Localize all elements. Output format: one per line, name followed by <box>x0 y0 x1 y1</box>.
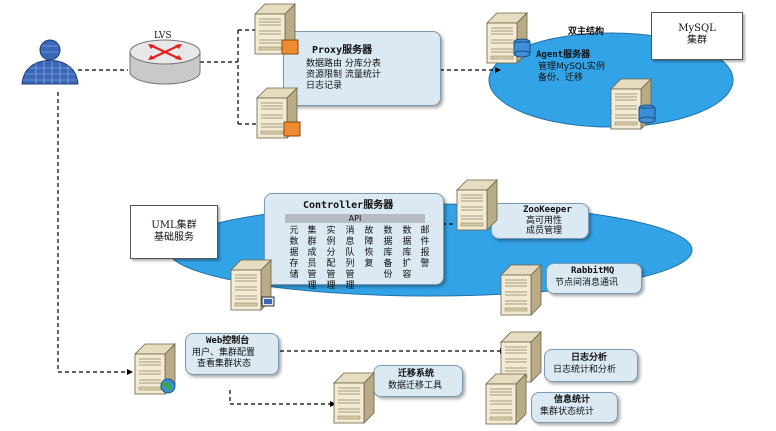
log-line1: 日志统计和分析 <box>553 365 617 375</box>
mysql-cluster-label-box: MySQL 集群 <box>651 12 743 60</box>
migration-title: 迁移系统 <box>398 369 435 379</box>
arrowhead <box>127 369 133 375</box>
controller-col-0: 元数据存储 <box>289 226 299 280</box>
lvs-router-icon <box>129 39 201 85</box>
arrowhead <box>330 401 336 407</box>
api-label: API <box>348 214 362 223</box>
controller-col-3: 消息队列管理 <box>345 226 355 291</box>
controller-col-7: 邮件报警 <box>420 226 430 269</box>
log-analysis-box: 日志分析 日志统计和分析 <box>544 349 638 382</box>
arrowhead <box>500 348 506 354</box>
controller-col-5: 数据库备份 <box>383 226 393 280</box>
user-icon <box>21 39 79 85</box>
proxy-line2: 资源限制 流量统计 <box>306 70 381 80</box>
web-console-box: Web控制台 用户、集群配置 查看集群状态 <box>185 333 279 375</box>
migration-line1: 数据迁移工具 <box>388 381 443 391</box>
rabbitmq-title: RabbitMQ <box>571 266 615 276</box>
lvs-label: LVS <box>154 31 172 41</box>
zookeeper-line2: 成员管理 <box>526 226 563 236</box>
uml-cluster-label-box: UML集群 基础服务 <box>130 205 218 259</box>
migration-box: 迁移系统 数据迁移工具 <box>373 365 463 397</box>
mysql-label-line1: MySQL <box>678 23 716 34</box>
proxy-title: Proxy服务器 <box>312 45 373 56</box>
web-line1: 用户、集群配置 <box>192 348 256 358</box>
proxy-line3: 日志记录 <box>306 81 343 91</box>
agent-title: Agent服务器 <box>536 50 591 60</box>
stats-line1: 集群状态统计 <box>540 407 595 417</box>
zookeeper-title: ZooKeeper <box>523 205 572 215</box>
rabbitmq-line1: 节点间消息通讯 <box>555 278 619 288</box>
proxy-line1: 数据路由 分库分表 <box>306 59 381 69</box>
controller-server-box: Controller服务器 API 元数据存储 集群成员管理 实例分配管理 消息… <box>264 193 444 291</box>
web-title: Web控制台 <box>206 336 250 346</box>
rabbitmq-box: RabbitMQ 节点间消息通讯 <box>546 263 642 294</box>
zookeeper-box: ZooKeeper 高可用性 成员管理 <box>491 203 589 239</box>
statistics-box: 信息统计 集群状态统计 <box>531 392 618 423</box>
uml-label-line2: 基础服务 <box>154 232 194 243</box>
controller-title: Controller服务器 <box>303 200 394 211</box>
proxy-server-box: Proxy服务器 数据路由 分库分表 资源限制 流量统计 日志记录 <box>283 31 441 106</box>
log-title: 日志分析 <box>571 353 608 363</box>
api-bar: API <box>285 214 425 223</box>
controller-col-6: 数据库扩容 <box>402 226 412 280</box>
stats-title: 信息统计 <box>554 395 591 405</box>
zookeeper-line1: 高可用性 <box>526 216 563 226</box>
web-line2: 查看集群状态 <box>197 359 252 369</box>
agent-line1: 管理MySQL实例 <box>538 62 605 72</box>
uml-label-line1: UML集群 <box>151 220 197 231</box>
controller-col-1: 集群成员管理 <box>307 226 317 291</box>
arrowhead <box>258 121 264 127</box>
controller-col-4: 故障恢复 <box>364 226 374 269</box>
mysql-label-line2: 集群 <box>687 35 707 46</box>
controller-col-2: 实例分配管理 <box>326 226 336 291</box>
dual-master-label: 双主结构 <box>568 27 605 37</box>
arrowhead <box>495 67 501 73</box>
arrowhead <box>258 27 264 33</box>
agent-line2: 备份、迁移 <box>538 73 584 83</box>
